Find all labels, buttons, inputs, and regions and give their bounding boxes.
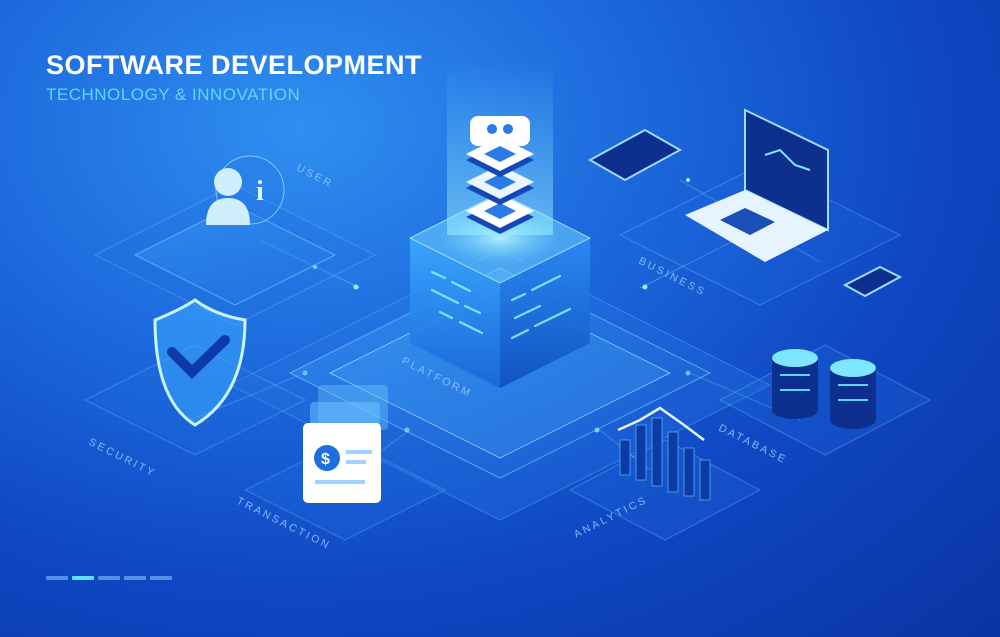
user-node: i [93, 155, 377, 326]
stacked-layers-icon [466, 116, 534, 234]
pager-dot [124, 576, 146, 580]
pager [46, 576, 172, 580]
analytics-node [568, 406, 762, 541]
pager-dot-active [72, 576, 94, 580]
pager-dot [98, 576, 120, 580]
database-node [718, 344, 932, 456]
pager-dot [46, 576, 68, 580]
transaction-node: $ [243, 385, 447, 541]
page-title: SOFTWARE DEVELOPMENT [46, 50, 423, 80]
security-node [83, 298, 307, 456]
pager-dot [150, 576, 172, 580]
svg-text:i: i [256, 176, 264, 207]
business-node [587, 108, 903, 306]
page-subtitle: TECHNOLOGY & INNOVATION [46, 85, 301, 104]
svg-text:$: $ [321, 451, 330, 468]
